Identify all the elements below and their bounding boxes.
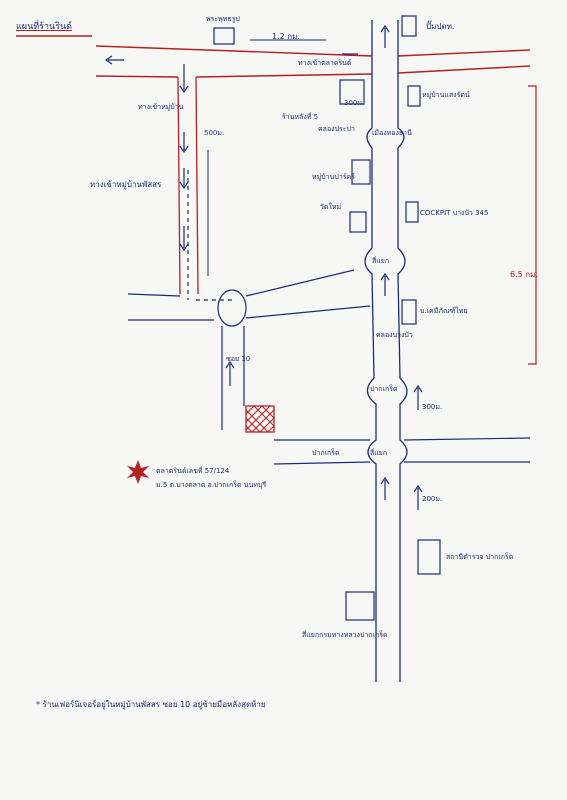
map-title: แผนที่ร้านรินด์ [16,22,73,32]
label-new-town-market: เมืองทองธานี [372,129,412,137]
label-dist-300-mid: 300ม. [422,403,443,411]
star-icon [127,460,149,484]
label-distance-65: 6.5 กม. [510,270,538,279]
label-cockpit: COCKPIT บางบัว 345 [420,209,489,217]
label-dist-200: 200ม. [422,495,443,503]
mid-boxes [339,79,375,621]
label-pak-kret-left: ปากเกร็ด [312,449,340,457]
label-pak-kret-police: สถานีตำรวจ ปากเกร็ด [446,553,514,561]
label-dist-300-top: 300ม. [344,99,365,107]
right-boxes [401,15,441,575]
main-road [364,20,408,682]
label-entrance-market: ทางเข้าตลาดรินด์ [298,59,352,67]
label-temple-right: วัดใหม่ [320,203,342,211]
label-shop-near: ร้านหลังที่ 5 [282,113,319,121]
label-address-line1: ตลาดรินด์เลขที่ 57/124 [156,467,230,475]
label-central-junction: คลองประปา [318,125,355,133]
destination-marker [245,405,275,433]
left-road-dashed [187,170,232,301]
soi-road [217,289,247,430]
distance-bracket-65 [528,85,537,365]
left-road [177,76,199,295]
top-road [95,45,531,78]
label-intersection-1: สี่แยก [372,257,390,265]
label-road-left: ทางเข้าหมู่บ้านพัสสร [90,180,162,189]
label-distance-top: 1.2 กม. [272,32,300,41]
label-signal-2: สี่แยก [370,449,388,457]
lower-road [273,437,531,465]
label-road-shop-left: ทางเข้าหมู่บ้าน [138,103,184,111]
label-pak-kret-junction: ปากเกร็ด [370,385,398,393]
label-dist-500: 500ม. [204,129,225,137]
direction-arrows [104,24,423,510]
label-village-mid: หมู่บ้านแสงรัตน์ [422,91,470,99]
label-khlong-road: คลองบางบัว [376,331,413,339]
top-box [213,27,235,45]
label-soi: ซอย 10 [226,355,251,363]
label-bottom-box: สี่แยกกรมทางหลวงปากเกร็ด [302,631,388,639]
label-village-right: หมู่บ้านปาร์คร์ [312,173,355,181]
label-gas-station: ปั๊มปตท. [426,22,455,31]
label-police: บ.เคมีภัณฑ์ไทย [420,307,468,315]
middle-road [127,269,371,321]
label-footnote: * ร้านเฟอร์นิเจอร์อยู่ในหมู่บ้านพัสสร ซอ… [36,700,266,709]
label-address-line2: ม.5 ต.บางตลาด อ.ปากเกร็ด นนทบุรี [156,481,267,489]
label-top-box: พระพุทธรูป [206,15,240,23]
